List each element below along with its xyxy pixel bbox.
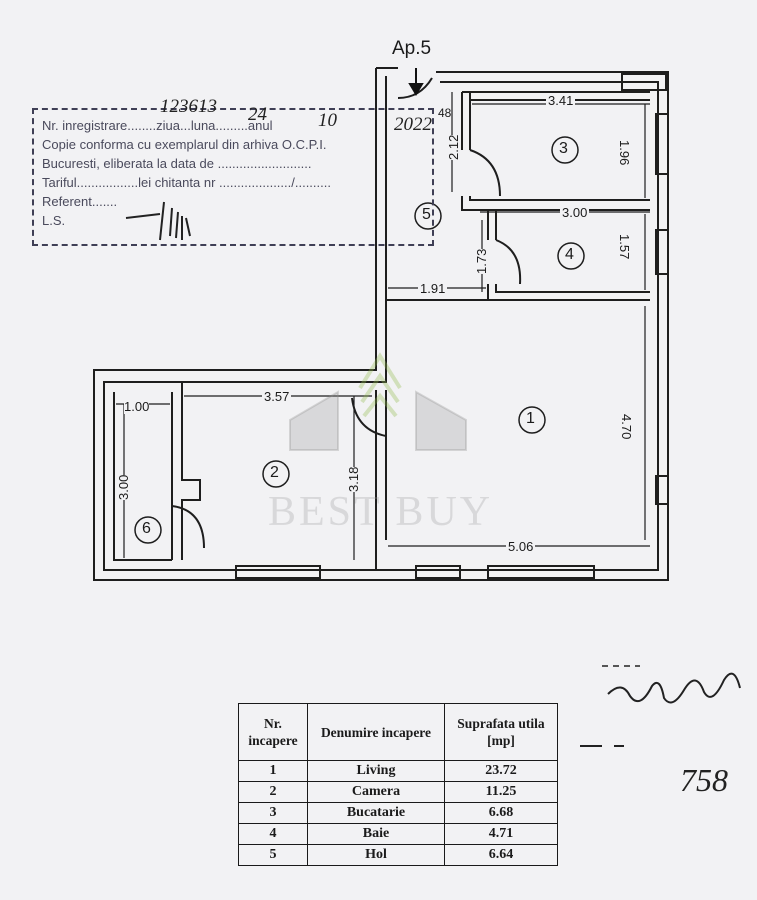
- dimension-label: 3.57: [262, 389, 292, 404]
- stamp-line-referent: Referent.......: [42, 194, 118, 209]
- stamp-line-ls: L.S.: [42, 213, 66, 228]
- dimension-label: 48: [438, 106, 452, 120]
- ocpi-stamp: Nr. inregistrare........ziua...luna.....…: [32, 108, 434, 246]
- cell-room-area: 23.72: [444, 760, 558, 782]
- dimension-label: 1.96: [617, 140, 632, 166]
- cell-room-number: 5: [238, 844, 308, 866]
- room-number-1: 1: [526, 410, 535, 427]
- handwritten-signature: [602, 665, 741, 704]
- cell-room-name: Living: [307, 760, 445, 782]
- wall-living: [375, 390, 387, 570]
- table-header-row: Nr. incapere Denumire incapere Suprafata…: [238, 703, 558, 761]
- stamp-line-registration: Nr. inregistrare........ziua...luna.....…: [42, 118, 273, 133]
- apartment-label: Ap.5: [392, 38, 432, 59]
- stamp-line-fee: Tariful.................lei chitanta nr …: [42, 175, 331, 190]
- dimension-label: 1.57: [617, 234, 632, 260]
- cell-room-number: 3: [238, 802, 308, 824]
- header-useful-area: Suprafata utila [mp]: [444, 703, 558, 761]
- room-area-table: Nr. incapere Denumire incapere Suprafata…: [238, 703, 558, 866]
- dimension-label: 1.91: [418, 281, 448, 296]
- table-row: 4 Baie 4.71: [238, 823, 558, 845]
- cell-room-number: 4: [238, 823, 308, 845]
- handwritten-month: 10: [318, 110, 337, 131]
- header-room-number: Nr. incapere: [238, 703, 308, 761]
- cell-room-name: Hol: [307, 844, 445, 866]
- watermark-text: BEST BUY: [268, 489, 494, 535]
- dimension-label: 2.12: [446, 134, 461, 160]
- room-number-5: 5: [422, 206, 431, 223]
- inner-wall-line: [103, 76, 659, 571]
- dimension-label: 3.00: [116, 474, 131, 500]
- outer-wall: [93, 68, 669, 581]
- room-number-4: 4: [565, 246, 574, 263]
- room-number-6: 6: [142, 520, 151, 537]
- handwritten-dashes: [580, 745, 624, 747]
- header-room-name: Denumire incapere: [307, 703, 445, 761]
- cell-room-number: 1: [238, 760, 308, 782]
- cell-room-number: 2: [238, 781, 308, 803]
- dimension-label: 1.00: [124, 399, 150, 414]
- room-number-3: 3: [559, 140, 568, 157]
- table-row: 2 Camera 11.25: [238, 781, 558, 803]
- cell-room-area: 6.64: [444, 844, 558, 866]
- dimension-label: 5.06: [506, 539, 536, 554]
- table-row: 3 Bucatarie 6.68: [238, 802, 558, 824]
- handwritten-number: 758: [680, 762, 728, 798]
- table-row: 5 Hol 6.64: [238, 844, 558, 866]
- referent-signature: [125, 201, 191, 241]
- dimension-label: 4.70: [619, 414, 634, 440]
- room-number-2: 2: [270, 464, 279, 481]
- dimension-label: 1.73: [474, 248, 489, 274]
- cell-room-area: 6.68: [444, 802, 558, 824]
- cell-room-name: Camera: [307, 781, 445, 803]
- handwritten-registration-number: 123613: [160, 96, 217, 117]
- stamp-line-issued: Bucuresti, eliberata la data de ........…: [42, 156, 312, 171]
- cell-room-name: Baie: [307, 823, 445, 845]
- cell-room-area: 11.25: [444, 781, 558, 803]
- cell-room-area: 4.71: [444, 823, 558, 845]
- table-row: 1 Living 23.72: [238, 760, 558, 782]
- watermark-logo: [289, 390, 467, 451]
- dimension-label: 3.41: [546, 93, 576, 108]
- cell-room-name: Bucatarie: [307, 802, 445, 824]
- dimension-label: 3.00: [560, 205, 590, 220]
- handwritten-day: 24: [248, 104, 267, 125]
- handwritten-year: 2022: [394, 114, 432, 135]
- stamp-line-copy: Copie conforma cu exemplarul din arhiva …: [42, 137, 327, 152]
